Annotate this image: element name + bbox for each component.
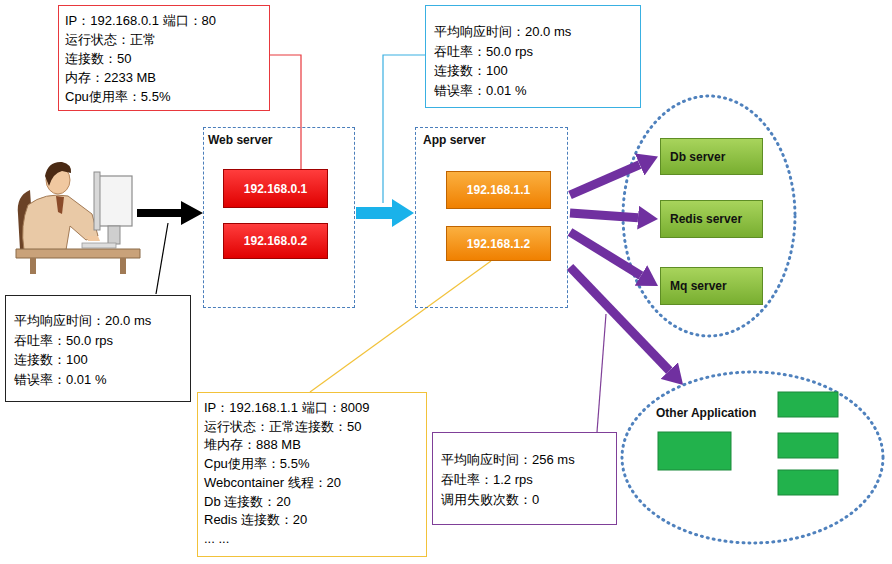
monitor-stand — [108, 226, 120, 244]
callout-text: 堆内存：888 MB — [204, 436, 301, 455]
server-label: 192.168.0.1 — [244, 182, 307, 196]
monitor-bezel — [94, 172, 100, 230]
desk-legs — [30, 258, 126, 274]
user-hair — [45, 162, 71, 186]
callout-box: IP：192.168.1.1 端口：8009运行状态：正常连接数：50堆内存：8… — [197, 392, 427, 557]
callout-text: Webcontainer 线程：20 — [204, 474, 341, 493]
leader-line — [597, 314, 606, 432]
callout-text: 运行状态：正常连接数：50 — [204, 418, 361, 437]
keyboard — [82, 243, 116, 248]
server-box: 192.168.1.1 — [446, 171, 551, 209]
callout-text: 运行状态：正常 — [65, 30, 156, 49]
flow-arrow — [356, 207, 392, 219]
callout-text: IP：192.168.0.1 端口：80 — [65, 11, 216, 30]
server-group: App server 192.168.1.1 192.168.1.2 — [415, 127, 568, 308]
callout-text: 错误率：0.01 % — [14, 370, 106, 390]
group-heading: Web server — [208, 133, 272, 147]
server-box: Db server — [660, 138, 763, 175]
callout-text: 内存：2233 MB — [65, 68, 156, 87]
server-label: Mq server — [670, 279, 727, 293]
callout-text: 连接数：100 — [14, 350, 88, 370]
group-heading: Other Application — [656, 406, 756, 420]
group-heading: App server — [423, 133, 486, 147]
server-label: Redis server — [670, 212, 742, 226]
callout-box: 平均响应时间：20.0 ms吞吐率：50.0 rps连接数：100错误率：0.0… — [5, 295, 191, 402]
callout-text: 错误率：0.01 % — [434, 81, 526, 101]
callout-text: Db 连接数：20 — [204, 493, 291, 512]
callout-text: Redis 连接数：20 — [204, 511, 307, 530]
server-box: 192.168.0.2 — [223, 223, 328, 259]
callout-text: 吞吐率：50.0 rps — [14, 331, 113, 351]
backend-group-ellipse — [623, 96, 795, 336]
leader-line — [310, 261, 491, 392]
callout-text: 连接数：100 — [434, 61, 508, 81]
server-label: Db server — [670, 150, 725, 164]
callout-text: ... ... — [204, 530, 229, 549]
leader-line — [156, 223, 168, 294]
server-box: 192.168.0.1 — [223, 169, 328, 208]
application-icon — [778, 392, 838, 417]
flow-arrow — [570, 213, 638, 218]
callout-box: IP：192.168.0.1 端口：80运行状态：正常连接数：50内存：2233… — [58, 5, 270, 111]
flow-arrow — [570, 165, 640, 195]
callout-text: 吞吐率：50.0 rps — [434, 42, 533, 62]
ellipse-border — [622, 372, 883, 543]
callout-box: 平均响应时间：20.0 ms吞吐率：50.0 rps连接数：100错误率：0.0… — [425, 5, 641, 108]
user-hand — [86, 236, 100, 241]
callout-text: Cpu使用率：5.5% — [204, 455, 309, 474]
server-label: 192.168.0.2 — [244, 234, 307, 248]
application-group: Other Application — [620, 370, 885, 545]
flow-arrow — [570, 267, 669, 371]
callout-text: 连接数：50 — [65, 49, 131, 68]
user-illustration — [16, 162, 140, 274]
callout-text: IP：192.168.1.1 端口：8009 — [204, 399, 370, 418]
application-icon — [778, 433, 838, 458]
server-label: 192.168.1.2 — [467, 237, 530, 251]
flow-arrow — [570, 232, 641, 276]
server-label: 192.168.1.1 — [467, 183, 530, 197]
callout-box: 平均响应时间：256 ms吞吐率：1.2 rps调用失败次数：0 — [432, 432, 617, 525]
callout-text: 平均响应时间：20.0 ms — [434, 22, 571, 42]
server-box: Mq server — [660, 267, 763, 305]
server-box: 192.168.1.2 — [446, 226, 551, 261]
leader-line — [270, 55, 301, 169]
ellipse-outline — [620, 370, 885, 545]
callout-text: 平均响应时间：20.0 ms — [14, 311, 151, 331]
server-group: Web server 192.168.0.1 192.168.0.2 — [203, 127, 355, 308]
user-tie — [56, 196, 64, 214]
server-box: Redis server — [660, 200, 763, 238]
desk — [16, 249, 140, 258]
callout-text: 吞吐率：1.2 rps — [441, 470, 533, 490]
leader-line — [383, 55, 425, 203]
callout-text: 平均响应时间：256 ms — [441, 450, 575, 470]
application-icon — [778, 470, 838, 495]
monitor — [98, 176, 132, 226]
user-body — [23, 195, 98, 250]
request-arrow — [137, 201, 203, 225]
application-icon — [658, 432, 731, 470]
callout-text: 调用失败次数：0 — [441, 490, 539, 510]
callout-text: Cpu使用率：5.5% — [65, 87, 170, 106]
